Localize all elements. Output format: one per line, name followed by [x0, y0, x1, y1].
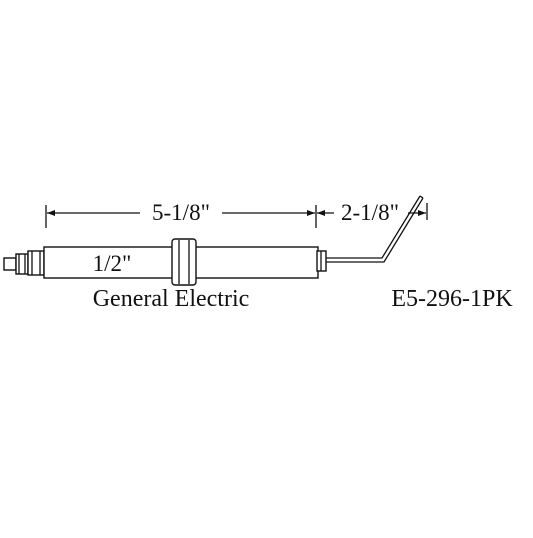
manufacturer-label: General Electric — [93, 286, 250, 312]
tip-length-label: 2-1/8" — [341, 200, 399, 225]
part-number-label: E5-296-1PK — [391, 286, 513, 312]
arrowhead-right — [418, 210, 426, 216]
overall-length-label: 5-1/8" — [152, 200, 210, 225]
terminal-connector — [3, 250, 45, 276]
rod-tip — [419, 195, 424, 199]
overall-length-dimension: 5-1/8" — [45, 200, 317, 228]
terminal-hex — [27, 250, 45, 276]
diameter-label: 1/2" — [93, 251, 132, 276]
terminal-pin — [3, 257, 17, 271]
tip-length-dimension: 2-1/8" — [317, 200, 428, 225]
arrowhead-middle-right — [317, 210, 325, 216]
arrowhead-middle-left — [307, 210, 315, 216]
rod-lower-edge — [326, 197, 424, 263]
arrowhead-left — [47, 210, 55, 216]
insulator-collar — [171, 238, 197, 286]
rod-upper-edge — [326, 195, 421, 259]
electrode-rod — [326, 195, 424, 263]
terminal-nut — [15, 253, 29, 275]
ceramic-insulator: 1/2" — [43, 238, 319, 286]
end-fitting — [316, 250, 327, 272]
